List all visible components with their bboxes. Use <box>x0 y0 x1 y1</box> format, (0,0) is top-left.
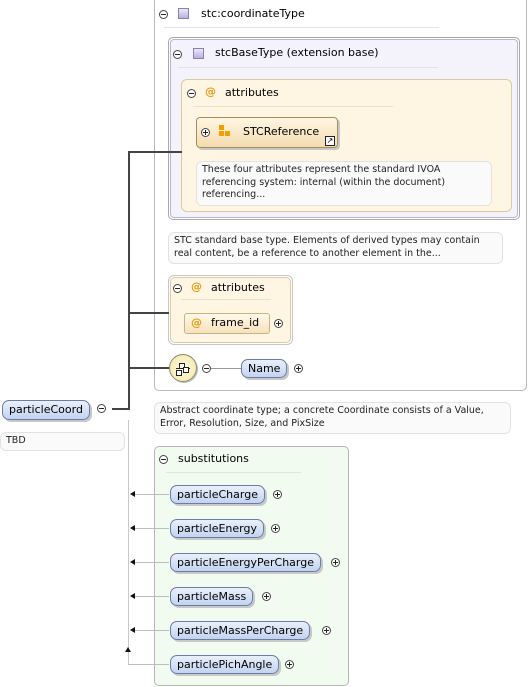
substitution-connector <box>128 420 129 664</box>
connector <box>135 494 169 495</box>
plus-icon[interactable] <box>294 364 303 373</box>
minus-icon[interactable] <box>159 455 168 464</box>
sequence-icon[interactable] <box>169 354 197 382</box>
substitutions-label: substitutions <box>178 452 249 465</box>
plus-icon[interactable] <box>285 660 294 669</box>
connector <box>128 151 130 410</box>
arrow-icon <box>130 525 135 531</box>
substitution-element[interactable]: particlePichAngle <box>170 655 280 674</box>
stc-reference-label: STCReference <box>243 125 320 138</box>
divider <box>178 67 438 68</box>
plus-icon[interactable] <box>201 128 210 137</box>
plus-icon[interactable] <box>271 524 280 533</box>
connector <box>128 664 169 665</box>
connector <box>135 630 169 631</box>
minus-icon[interactable] <box>97 404 106 413</box>
arrow-icon <box>130 559 135 565</box>
connector <box>135 596 169 597</box>
minus-icon[interactable] <box>202 364 211 373</box>
substitution-element[interactable]: particleCharge <box>170 485 265 504</box>
attribute-group-icon: @ <box>205 85 216 98</box>
substitution-element[interactable]: particleMass <box>170 587 254 606</box>
plus-icon[interactable] <box>273 490 282 499</box>
plus-icon[interactable] <box>262 592 271 601</box>
particle-coord-element[interactable]: particleCoord <box>2 400 90 420</box>
base-type-note: STC standard base type. Elements of deri… <box>168 232 503 264</box>
substitution-element[interactable]: particleEnergy <box>170 519 264 538</box>
attribute-group-note: These four attributes represent the stan… <box>196 161 492 206</box>
complex-type-icon <box>178 8 189 19</box>
divider <box>164 27 439 28</box>
root-annotation: TBD <box>0 432 125 451</box>
complex-type-icon <box>193 48 204 59</box>
name-element[interactable]: Name <box>241 359 288 378</box>
minus-icon[interactable] <box>173 50 182 59</box>
minus-icon[interactable] <box>159 10 168 19</box>
connector <box>112 408 130 410</box>
minus-icon[interactable] <box>173 284 182 293</box>
plus-icon[interactable] <box>322 626 331 635</box>
minus-icon[interactable] <box>187 89 196 98</box>
substitution-element[interactable]: particleMassPerCharge <box>170 621 311 640</box>
arrow-icon <box>130 491 135 497</box>
connector <box>135 562 169 563</box>
attribute-group-icon <box>219 125 232 138</box>
connector <box>128 367 169 369</box>
base-type-name: stcBaseType (extension base) <box>215 46 379 59</box>
substitution-element[interactable]: particleEnergyPerCharge <box>170 553 322 572</box>
divider <box>181 299 271 300</box>
complex-type-note: Abstract coordinate type; a concrete Coo… <box>154 402 511 434</box>
divider <box>166 472 301 473</box>
attribute-group-icon: @ <box>191 280 202 293</box>
frame-id-label: frame_id <box>211 316 260 329</box>
connector <box>128 312 169 314</box>
connector <box>135 528 169 529</box>
attribute-group-label: attributes <box>225 86 279 99</box>
shortcut-arrow-icon: ↗ <box>325 136 335 146</box>
frame-id-attribute[interactable] <box>184 313 270 334</box>
connector <box>128 151 182 153</box>
attribute-icon: @ <box>191 316 202 329</box>
divider <box>193 106 393 107</box>
arrow-icon <box>125 647 131 652</box>
arrow-icon <box>130 627 135 633</box>
plus-icon[interactable] <box>331 558 340 567</box>
attribute-group-label: attributes <box>211 281 265 294</box>
connector <box>211 368 241 369</box>
arrow-icon <box>130 593 135 599</box>
plus-icon[interactable] <box>274 319 283 328</box>
complex-type-name: stc:coordinateType <box>201 7 305 20</box>
